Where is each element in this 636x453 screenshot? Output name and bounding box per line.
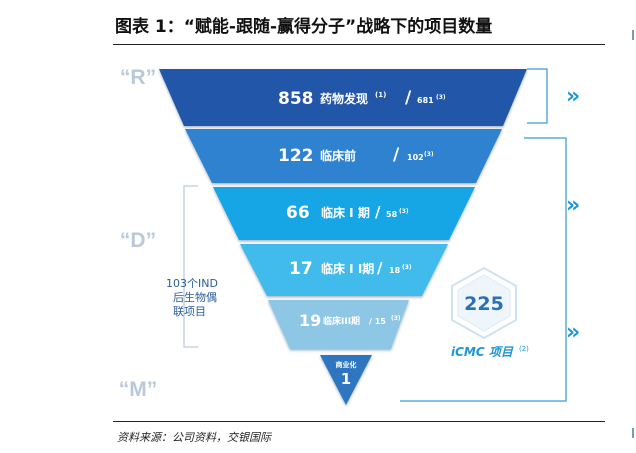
stage-value-phase1: 66 bbox=[286, 203, 310, 223]
stage-label-discovery: 药物发现 bbox=[320, 91, 368, 106]
ind-note-line-1: 103个IND bbox=[166, 277, 218, 290]
phase-label-r: “R” bbox=[120, 66, 156, 89]
stage-label-preclinical: 临床前 bbox=[320, 148, 356, 163]
funnel-bands bbox=[159, 69, 527, 405]
funnel-band-phase1 bbox=[213, 187, 475, 240]
edge-mark-bottom bbox=[632, 428, 634, 438]
funnel-band-phase2 bbox=[240, 244, 448, 296]
right-brackets bbox=[400, 68, 567, 402]
stage-label-phase2: 临床 I I期 bbox=[321, 261, 374, 276]
icmc-hexagon-outer bbox=[451, 266, 517, 340]
stage-value-phase2: 17 bbox=[289, 259, 313, 279]
stage-value-discovery: 858 bbox=[278, 89, 314, 109]
stage-note-discovery: (1) bbox=[375, 91, 386, 99]
stage-total-note-preclinical: (3) bbox=[424, 151, 434, 158]
ind-note-line-3: 联项目 bbox=[173, 305, 206, 318]
stage-total-preclinical: 102 bbox=[407, 153, 424, 162]
stage-label-commercial: 商业化 bbox=[336, 360, 357, 369]
stage-total-phase2: 18 bbox=[389, 266, 401, 275]
bracket-d bbox=[400, 137, 567, 402]
source-note: 资料来源：公司资料，交银国际 bbox=[117, 431, 271, 444]
stage-slash-phase2: / bbox=[377, 259, 383, 277]
figure-title: 图表 1：“赋能-跟随-赢得分子”战略下的项目数量 bbox=[115, 17, 493, 37]
icmc-badge: 225 iCMC 项目 (2) bbox=[451, 266, 529, 359]
stage-total-phase1: 58 bbox=[386, 210, 398, 219]
stage-total-note-phase2: (3) bbox=[402, 264, 412, 271]
stage-slash-preclinical: / bbox=[393, 145, 400, 165]
icmc-note: (2) bbox=[519, 345, 529, 353]
stage-label-phase1: 临床 I 期 bbox=[321, 205, 370, 220]
funnel-band-preclinical bbox=[185, 129, 502, 183]
stage-slash-discovery: / bbox=[405, 88, 412, 108]
icmc-label: iCMC 项目 bbox=[451, 345, 514, 359]
ind-note-line-2: 后生物偶 bbox=[173, 290, 217, 304]
source-rule bbox=[113, 421, 605, 422]
chevron-icon-d: » bbox=[566, 193, 580, 218]
chevron-icon-r: » bbox=[566, 84, 580, 109]
stage-label-phase3: 临床III期 bbox=[323, 315, 360, 327]
stage-slash-phase1: / bbox=[375, 203, 381, 221]
stage-total-discovery: 681 bbox=[417, 96, 434, 105]
stage-total-note-discovery: (3) bbox=[436, 94, 446, 101]
funnel-band-phase3 bbox=[268, 300, 409, 349]
chevron-icon-m: » bbox=[566, 320, 580, 345]
funnel-band-commercial bbox=[320, 355, 372, 405]
funnel-band-discovery bbox=[159, 69, 527, 126]
bracket-r bbox=[527, 68, 548, 124]
ind-bracket bbox=[183, 185, 198, 348]
stage-total-phase3: / 15 bbox=[369, 317, 386, 326]
stage-value-preclinical: 122 bbox=[278, 146, 314, 166]
stage-value-commercial: 1 bbox=[341, 370, 351, 388]
edge-mark-top bbox=[632, 30, 634, 40]
phase-label-m: “M” bbox=[119, 378, 158, 401]
title-rule bbox=[113, 44, 605, 45]
icmc-hexagon-inner bbox=[457, 274, 511, 332]
icmc-count: 225 bbox=[464, 293, 504, 315]
phase-label-d: “D” bbox=[120, 229, 156, 252]
stage-total-note-phase3: (3) bbox=[391, 315, 401, 322]
stage-value-phase3: 19 bbox=[299, 311, 321, 330]
stage-total-note-phase1: (3) bbox=[399, 208, 409, 215]
